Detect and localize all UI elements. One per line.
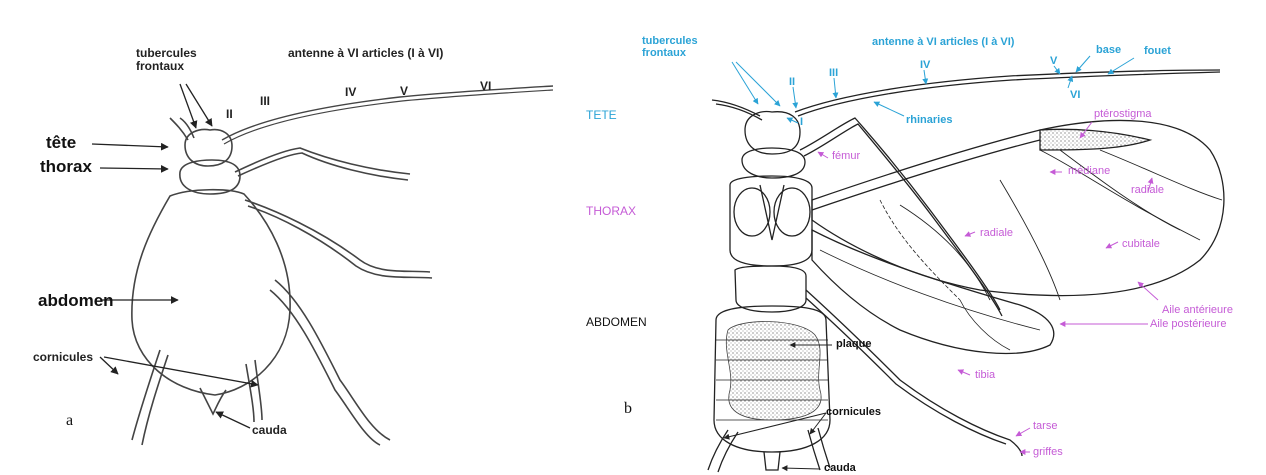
label-b-aile-anterieure: Aile antérieure <box>1162 304 1233 316</box>
label-b-rhinaries: rhinaries <box>906 114 952 126</box>
label-b-pterostigma: ptérostigma <box>1094 108 1151 120</box>
label-a-thorax: thorax <box>40 158 92 177</box>
label-b-I: I <box>800 116 803 128</box>
label-b-V: V <box>1050 55 1057 67</box>
label-a-cornicules: cornicules <box>33 351 93 364</box>
label-a-tubercules: tubercules frontaux <box>136 47 197 73</box>
label-a-antenne: antenne à VI articles (I à VI) <box>288 47 443 60</box>
aphid-b-drawing <box>708 70 1224 472</box>
label-a-IV: IV <box>345 86 356 99</box>
label-b-base: base <box>1096 44 1121 56</box>
label-a-VI: VI <box>480 80 491 93</box>
label-b-mediane: médiane <box>1068 165 1110 177</box>
label-b-tarse: tarse <box>1033 420 1057 432</box>
label-b-cornicules: cornicules <box>826 406 881 418</box>
label-b-IV: IV <box>920 59 930 71</box>
label-a-abdomen: abdomen <box>38 292 114 311</box>
panel-a-letter: a <box>66 412 73 430</box>
label-a-III: III <box>260 95 270 108</box>
label-b-cubitale: cubitale <box>1122 238 1160 250</box>
label-b-tubercules: tubercules frontaux <box>642 35 698 59</box>
label-b-aile-posterieure: Aile postérieure <box>1150 318 1226 330</box>
label-a-V: V <box>400 85 408 98</box>
label-b-radiale-1: radiale <box>1131 184 1164 196</box>
label-b-cauda: cauda <box>824 462 856 474</box>
label-b-fouet: fouet <box>1144 45 1171 57</box>
label-a-II: II <box>226 108 233 121</box>
label-b-II: II <box>789 76 795 88</box>
label-a-cauda: cauda <box>252 424 287 437</box>
label-b-tibia: tibia <box>975 369 995 381</box>
label-a-tete: tête <box>46 134 76 153</box>
panel-b-letter: b <box>624 400 632 418</box>
label-b-femur: fémur <box>832 150 860 162</box>
label-b-plaque: plaque <box>836 338 871 350</box>
region-tete: TETE <box>586 109 617 122</box>
label-b-VI: VI <box>1070 89 1080 101</box>
label-b-griffes: griffes <box>1033 446 1063 458</box>
region-thorax: THORAX <box>586 205 636 218</box>
label-b-III: III <box>829 67 838 79</box>
aphid-a-drawing <box>132 86 553 445</box>
region-abdomen: ABDOMEN <box>586 316 647 329</box>
label-b-radiale-2: radiale <box>980 227 1013 239</box>
label-b-antenne: antenne à VI articles (I à VI) <box>872 36 1014 48</box>
